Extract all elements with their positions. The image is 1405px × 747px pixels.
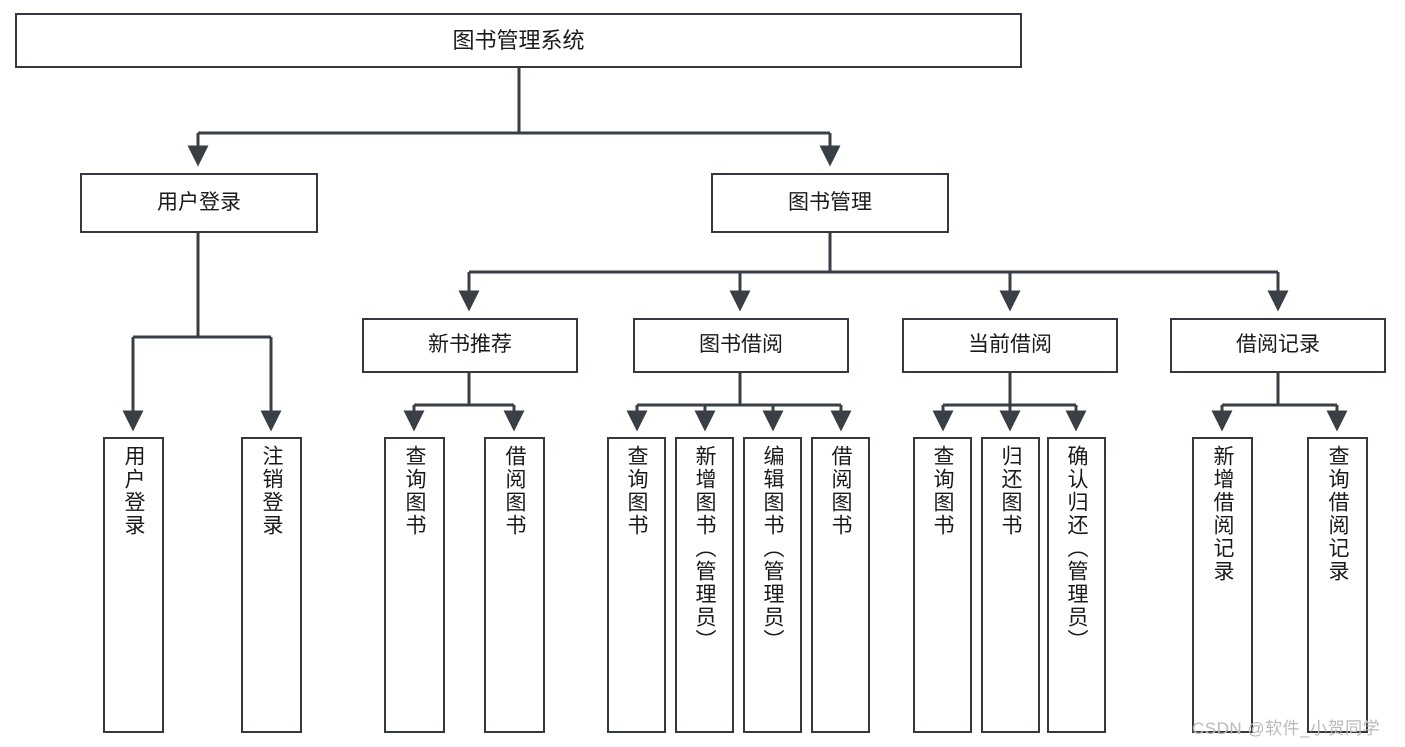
node-borrow-record[interactable]: 借阅记录 xyxy=(1170,318,1386,373)
leaf-edit-book-label: 编辑图书（管理员） xyxy=(761,445,784,652)
leaf-user-login-label: 用户登录 xyxy=(122,445,145,537)
leaf-borrow-book-2-label: 借阅图书 xyxy=(829,445,852,537)
leaf-query-book-1[interactable]: 查询图书 xyxy=(384,437,445,733)
node-new-book-recommend-label: 新书推荐 xyxy=(428,333,512,357)
leaf-query-borrow-record[interactable]: 查询借阅记录 xyxy=(1307,437,1368,733)
leaf-return-book[interactable]: 归还图书 xyxy=(981,437,1040,733)
leaf-return-book-label: 归还图书 xyxy=(999,445,1022,537)
leaf-query-book-3-label: 查询图书 xyxy=(931,445,954,537)
leaf-query-book-2-label: 查询图书 xyxy=(625,445,648,537)
leaf-user-login[interactable]: 用户登录 xyxy=(103,437,164,733)
node-user-login[interactable]: 用户登录 xyxy=(80,173,318,233)
leaf-borrow-book-2[interactable]: 借阅图书 xyxy=(811,437,870,733)
node-root-label: 图书管理系统 xyxy=(452,27,585,53)
leaf-add-book[interactable]: 新增图书（管理员） xyxy=(675,437,734,733)
node-book-borrow-label: 图书借阅 xyxy=(699,333,783,357)
leaf-logout-login-label: 注销登录 xyxy=(260,445,283,537)
node-book-management-label: 图书管理 xyxy=(788,190,872,214)
leaf-confirm-return-label: 确认归还（管理员） xyxy=(1065,445,1088,652)
node-book-management[interactable]: 图书管理 xyxy=(711,173,949,233)
node-current-borrow[interactable]: 当前借阅 xyxy=(902,318,1118,373)
leaf-query-borrow-record-label: 查询借阅记录 xyxy=(1326,445,1349,583)
csdn-watermark: CSDN @软件_小贺同学 xyxy=(1192,719,1381,738)
node-root[interactable]: 图书管理系统 xyxy=(15,13,1022,68)
leaf-add-book-label: 新增图书（管理员） xyxy=(693,445,716,652)
node-borrow-record-label: 借阅记录 xyxy=(1236,333,1320,357)
leaf-query-book-3[interactable]: 查询图书 xyxy=(913,437,972,733)
leaf-query-book-1-label: 查询图书 xyxy=(403,445,426,537)
leaf-confirm-return[interactable]: 确认归还（管理员） xyxy=(1047,437,1106,733)
leaf-borrow-book-1-label: 借阅图书 xyxy=(503,445,526,537)
leaf-borrow-book-1[interactable]: 借阅图书 xyxy=(484,437,545,733)
leaf-edit-book[interactable]: 编辑图书（管理员） xyxy=(743,437,802,733)
node-current-borrow-label: 当前借阅 xyxy=(968,333,1052,357)
leaf-query-book-2[interactable]: 查询图书 xyxy=(607,437,666,733)
node-user-login-label: 用户登录 xyxy=(157,190,241,214)
leaf-add-borrow-record[interactable]: 新增借阅记录 xyxy=(1192,437,1253,733)
leaf-logout-login[interactable]: 注销登录 xyxy=(241,437,302,733)
node-new-book-recommend[interactable]: 新书推荐 xyxy=(362,318,578,373)
node-book-borrow[interactable]: 图书借阅 xyxy=(633,318,849,373)
leaf-add-borrow-record-label: 新增借阅记录 xyxy=(1211,445,1234,583)
